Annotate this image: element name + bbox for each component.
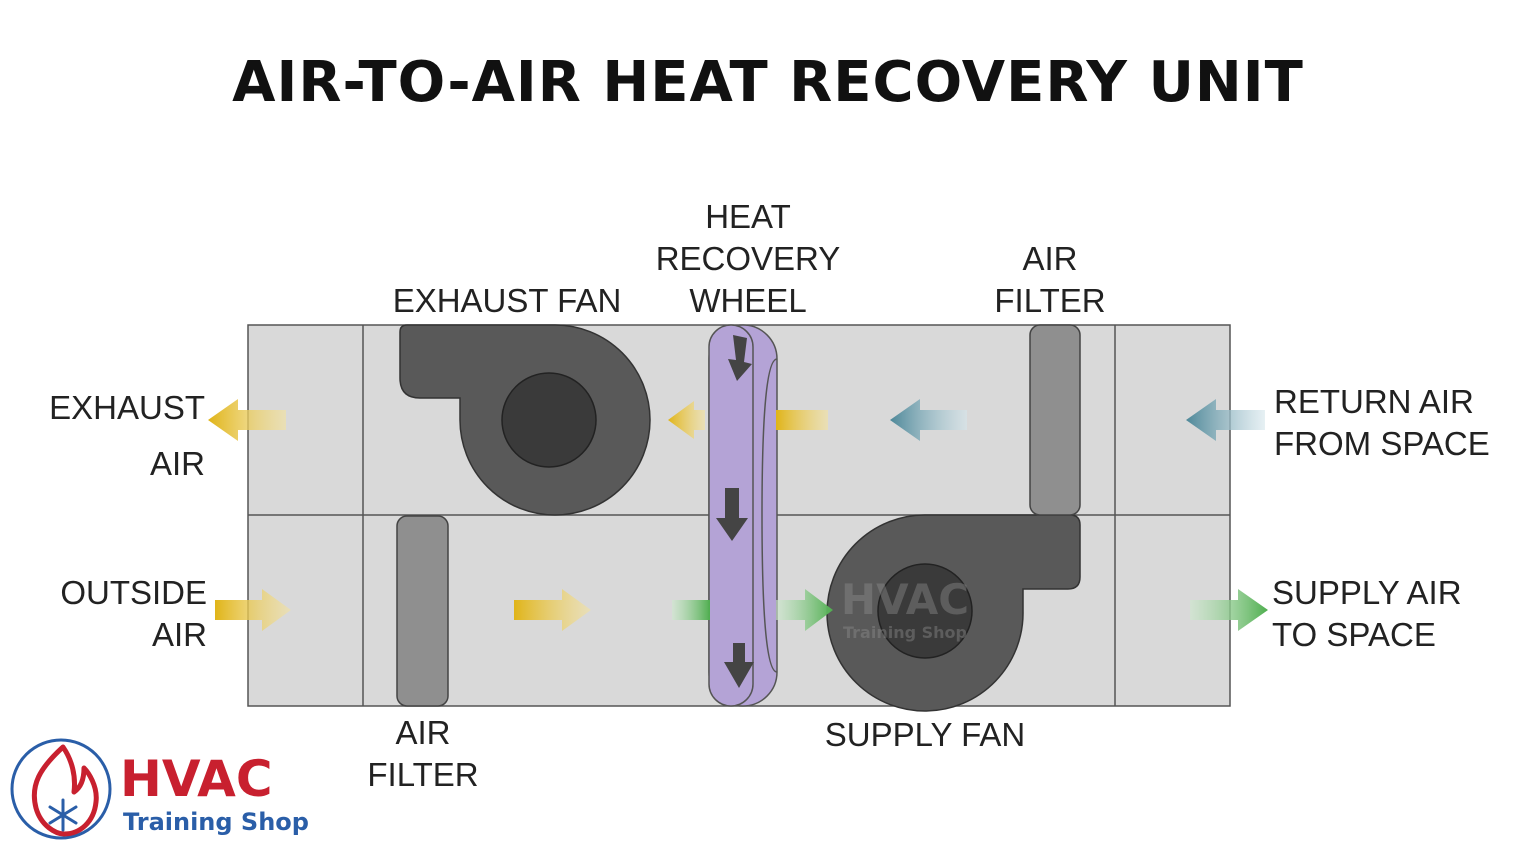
flame-icon bbox=[31, 744, 99, 837]
wheel-rotation-arrow-1 bbox=[728, 335, 752, 381]
label-air-filter-top: AIR FILTER bbox=[994, 240, 1106, 319]
heat-recovery-wheel bbox=[708, 324, 778, 707]
supply-fan bbox=[826, 514, 1081, 712]
label-exhaust-air: EXHAUST AIR bbox=[49, 389, 205, 482]
wheel-exhaust-inlet-arrow bbox=[776, 410, 828, 430]
wheel-supply-outlet-arrow bbox=[776, 589, 833, 631]
wheel-rotation-arrow-2 bbox=[716, 488, 748, 541]
label-outside-air: OUTSIDE AIR bbox=[60, 574, 207, 653]
return-air-arrow bbox=[1186, 399, 1265, 441]
label-supply-air: SUPPLY AIR TO SPACE bbox=[1272, 574, 1462, 653]
outside-air-arrow bbox=[215, 589, 291, 631]
label-air-filter-bottom: AIR FILTER bbox=[367, 714, 479, 793]
exhaust-air-arrow bbox=[208, 399, 286, 441]
exhaust-fan-outlet-arrow bbox=[668, 401, 705, 439]
wheel-rotation-arrow-3 bbox=[724, 643, 754, 688]
brand-logo: HVAC Training Shop bbox=[10, 738, 309, 840]
supply-air-arrow bbox=[1190, 589, 1268, 631]
diagram-title: AIR-TO-AIR HEAT RECOVERY UNIT bbox=[232, 50, 1304, 115]
snowflake-icon bbox=[48, 798, 78, 832]
label-exhaust-fan: EXHAUST FAN bbox=[392, 282, 622, 319]
exhaust-fan bbox=[399, 324, 651, 516]
wheel-supply-inlet-arrow bbox=[672, 600, 710, 620]
logo-sub: Training Shop bbox=[123, 808, 309, 836]
label-supply-fan: SUPPLY FAN bbox=[824, 716, 1026, 753]
filtered-outside-air-arrow bbox=[514, 589, 591, 631]
watermark-sub: Training Shop bbox=[843, 623, 967, 642]
return-air-inner-arrow bbox=[890, 399, 967, 441]
logo-word: HVAC bbox=[120, 750, 273, 808]
watermark-word: HVAC bbox=[841, 575, 969, 624]
air-filter-top bbox=[1029, 324, 1081, 516]
label-return-air: RETURN AIR FROM SPACE bbox=[1274, 383, 1490, 462]
label-heat-recovery-wheel: HEAT RECOVERY WHEEL bbox=[655, 198, 841, 319]
air-filter-bottom bbox=[396, 515, 449, 707]
